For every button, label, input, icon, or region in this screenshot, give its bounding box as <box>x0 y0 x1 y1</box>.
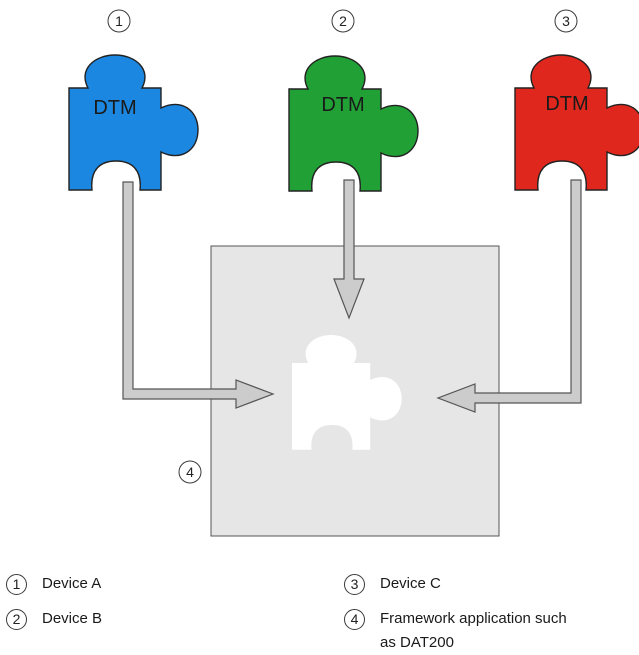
svg-text:2: 2 <box>339 13 347 29</box>
dtm-label-c: DTM <box>545 93 588 115</box>
dtm-piece-device-c: DTM <box>514 54 639 191</box>
svg-text:1: 1 <box>115 13 123 29</box>
callout-3: 3 <box>554 9 578 33</box>
dtm-label-b: DTM <box>321 94 364 116</box>
svg-text:3: 3 <box>562 13 570 29</box>
dtm-label-a: DTM <box>93 97 136 119</box>
legend-item-framework: 4 Framework application such as DAT200 <box>344 609 580 655</box>
dtm-piece-device-a: DTM <box>68 54 199 191</box>
legend-label: Device B <box>42 610 103 627</box>
legend-number: 2 <box>6 609 27 630</box>
callout-1: 1 <box>107 9 131 33</box>
legend-number: 1 <box>6 574 27 595</box>
arrow-device-b <box>333 179 365 320</box>
legend-item-device-c: 3 Device C <box>344 574 441 596</box>
dtm-framework-diagram: DTM DTM DTM 1 2 3 4 <box>68 9 639 537</box>
svg-text:4: 4 <box>186 464 194 480</box>
callout-2: 2 <box>331 9 355 33</box>
legend-number: 4 <box>344 609 365 630</box>
arrow-device-c <box>436 179 582 413</box>
legend-item-device-a: 1 Device A <box>6 574 101 596</box>
legend-label: Framework application such as DAT200 <box>380 610 567 651</box>
legend-label: Device C <box>380 575 441 592</box>
legend-label: Device A <box>42 575 102 592</box>
legend-item-device-b: 2 Device B <box>6 609 102 631</box>
arrow-device-a <box>122 181 275 409</box>
legend-number: 3 <box>344 574 365 595</box>
callout-4: 4 <box>178 460 202 484</box>
dtm-piece-device-b: DTM <box>288 55 419 192</box>
